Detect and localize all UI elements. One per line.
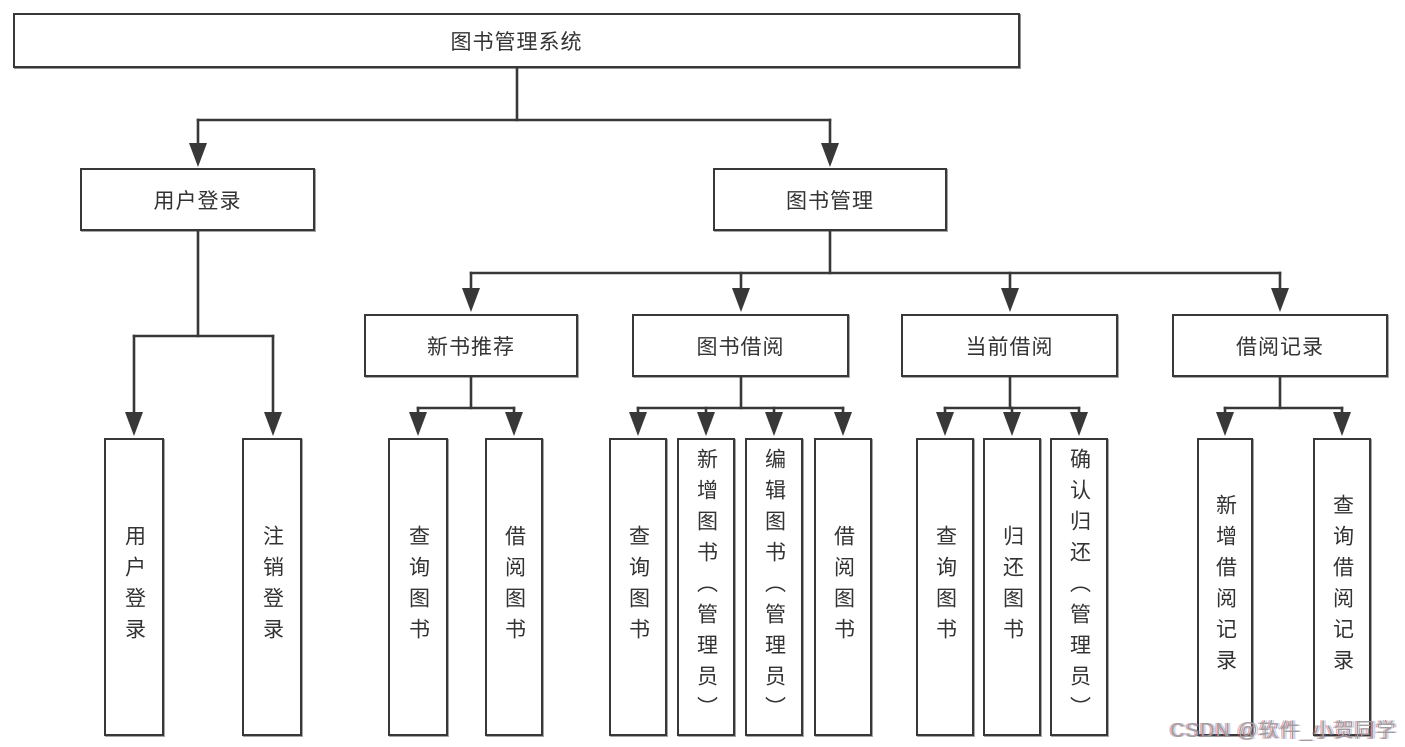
leaf-current-confirm-return-admin: 确认归还（管理员）: [1050, 438, 1108, 736]
node-label: 借阅图书: [502, 525, 526, 649]
node-user-login: 用户登录: [80, 168, 315, 231]
leaf-borrow-book: 借阅图书: [814, 438, 872, 736]
node-label: 新增借阅记录: [1213, 494, 1237, 680]
node-label: 查询借阅记录: [1330, 494, 1354, 680]
node-label: 注销登录: [260, 525, 284, 649]
node-book-management: 图书管理: [713, 168, 947, 231]
leaf-borrow-edit-admin: 编辑图书（管理员）: [745, 438, 803, 736]
node-label: 借阅记录: [1236, 335, 1324, 359]
node-current-borrow: 当前借阅: [901, 314, 1118, 377]
leaf-current-query: 查询图书: [916, 438, 974, 736]
node-label: 查询图书: [406, 525, 430, 649]
leaf-records-add: 新增借阅记录: [1197, 438, 1253, 736]
node-label: 图书管理: [786, 189, 874, 213]
node-borrow-records: 借阅记录: [1172, 314, 1388, 377]
leaf-newbooks-query: 查询图书: [388, 438, 448, 736]
node-label: 借阅图书: [831, 525, 855, 649]
leaf-records-query: 查询借阅记录: [1313, 438, 1371, 736]
node-label: 新书推荐: [427, 335, 515, 359]
node-label: 新增图书（管理员）: [694, 447, 718, 727]
csdn-watermark: CSDN @软件_小贺同学: [1170, 720, 1397, 742]
node-label: 查询图书: [626, 525, 650, 649]
node-label: 当前借阅: [965, 335, 1054, 359]
node-new-book-recommend: 新书推荐: [364, 314, 578, 377]
leaf-logout: 注销登录: [242, 438, 302, 736]
leaf-borrow-query: 查询图书: [609, 438, 667, 736]
leaf-user-login: 用户登录: [104, 438, 164, 736]
node-label: 归还图书: [1000, 525, 1024, 649]
node-label: 图书借阅: [696, 335, 785, 359]
leaf-current-return: 归还图书: [983, 438, 1041, 736]
leaf-newbooks-borrow: 借阅图书: [485, 438, 543, 736]
node-label: 图书管理系统: [450, 30, 583, 54]
node-label: 用户登录: [153, 189, 242, 213]
node-book-borrow: 图书借阅: [632, 314, 849, 377]
node-label: 编辑图书（管理员）: [762, 447, 786, 727]
node-system-root: 图书管理系统: [13, 13, 1020, 68]
leaf-borrow-add-admin: 新增图书（管理员）: [677, 438, 735, 736]
node-label: 确认归还（管理员）: [1067, 447, 1091, 727]
node-label: 用户登录: [122, 525, 146, 649]
node-label: 查询图书: [933, 525, 957, 649]
